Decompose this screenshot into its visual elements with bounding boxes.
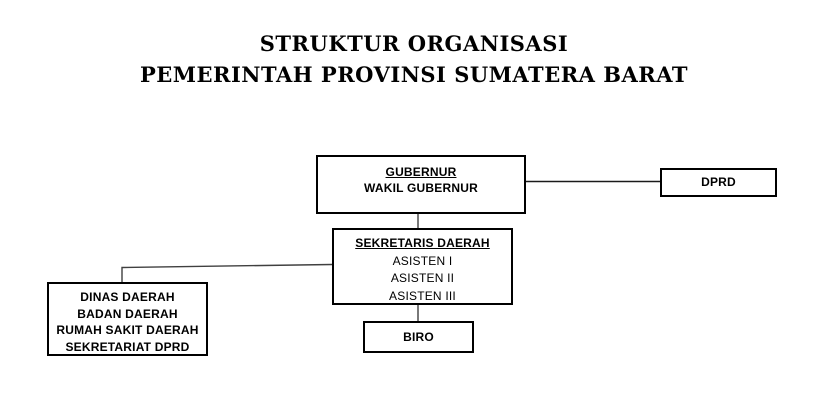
node-dinas-line4: SEKRETARIAT DPRD [65, 339, 190, 354]
node-asisten-3: ASISTEN III [389, 288, 456, 303]
node-gubernur-heading: GUBERNUR [385, 165, 457, 179]
page-title-line1: STRUKTUR ORGANISASI [259, 31, 569, 56]
node-biro: BIRO [363, 321, 474, 353]
node-dinas-line1: DINAS DAERAH [80, 290, 175, 304]
node-asisten-1: ASISTEN I [392, 253, 453, 268]
node-biro-label: BIRO [403, 330, 434, 344]
node-dprd-label: DPRD [701, 175, 736, 189]
node-dinas-line3: RUMAH SAKIT DAERAH [56, 323, 199, 337]
connector-sekretaris-dinas [121, 263, 333, 282]
node-asisten-2: ASISTEN II [390, 271, 455, 285]
node-gubernur: GUBERNUR WAKIL GUBERNUR [316, 155, 526, 214]
node-dinas-group: DINAS DAERAH BADAN DAERAH RUMAH SAKIT DA… [47, 282, 208, 356]
node-gubernur-subline: WAKIL GUBERNUR [364, 181, 478, 195]
page-title: STRUKTUR ORGANISASI PEMERINTAH PROVINSI … [0, 28, 828, 90]
node-dprd: DPRD [660, 168, 777, 197]
node-dinas-line2: BADAN DAERAH [77, 306, 178, 321]
page-title-line2: PEMERINTAH PROVINSI SUMATERA BARAT [139, 62, 689, 87]
node-sekretaris-heading: SEKRETARIS DAERAH [355, 236, 490, 250]
node-sekretaris-daerah: SEKRETARIS DAERAH ASISTEN I ASISTEN II A… [332, 228, 513, 305]
